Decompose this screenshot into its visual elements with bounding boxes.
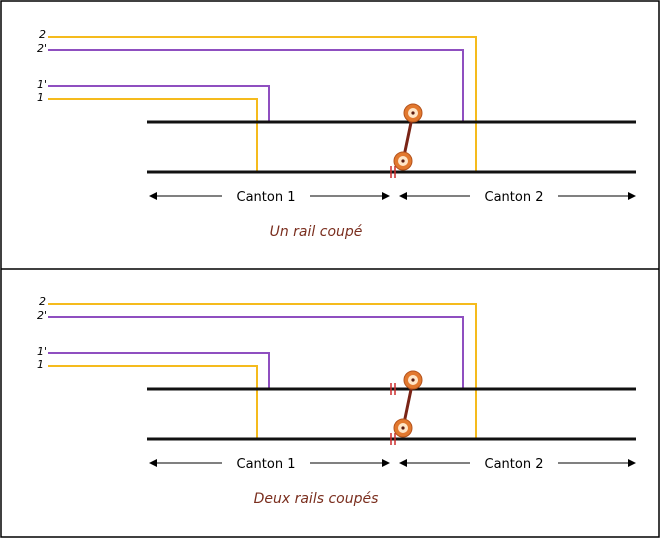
wire-label-1-prime: 1'	[37, 345, 47, 358]
panel-caption: Un rail coupé	[270, 224, 363, 240]
wire-2	[48, 303, 477, 439]
wire-1-prime	[48, 352, 270, 389]
rail-cut-mark-bottom	[390, 433, 396, 445]
wire-label-2: 2	[39, 295, 46, 308]
canton-2-label: Canton 2	[485, 457, 544, 472]
wire-label-1: 1	[37, 358, 44, 371]
wire-label-1: 1	[37, 91, 44, 104]
panel-caption: Deux rails coupés	[254, 491, 379, 507]
wheel-top	[403, 370, 423, 390]
canton-2-span: Canton 2	[399, 190, 636, 205]
canton-1-label: Canton 1	[237, 190, 296, 205]
wire-label-2-prime: 2'	[37, 42, 47, 55]
panel-one-rail-cut: 2 2' 1' 1 Canton 1 Canton 2 Un rail coup…	[37, 28, 636, 240]
wire-2-prime	[48, 316, 464, 389]
wheel-bottom	[393, 151, 413, 171]
wheel-bottom	[393, 418, 413, 438]
canton-2-label: Canton 2	[485, 190, 544, 205]
wire-1	[48, 365, 258, 439]
rail-cut-mark	[390, 166, 396, 178]
rail-cut-mark-top	[390, 383, 396, 395]
wire-2	[48, 36, 477, 172]
canton-1-span: Canton 1	[149, 190, 390, 205]
canton-2-span: Canton 2	[399, 457, 636, 472]
wire-label-1-prime: 1'	[37, 78, 47, 91]
panel-two-rails-cut: 2 2' 1' 1 Canton 1 Canton 2 Deux rails c…	[37, 295, 636, 507]
wire-label-2: 2	[39, 28, 46, 41]
canton-1-label: Canton 1	[237, 457, 296, 472]
wire-label-2-prime: 2'	[37, 309, 47, 322]
wire-2-prime	[48, 49, 464, 122]
wheel-top	[403, 103, 423, 123]
wire-1	[48, 98, 258, 172]
canton-1-span: Canton 1	[149, 457, 390, 472]
wire-1-prime	[48, 85, 270, 122]
